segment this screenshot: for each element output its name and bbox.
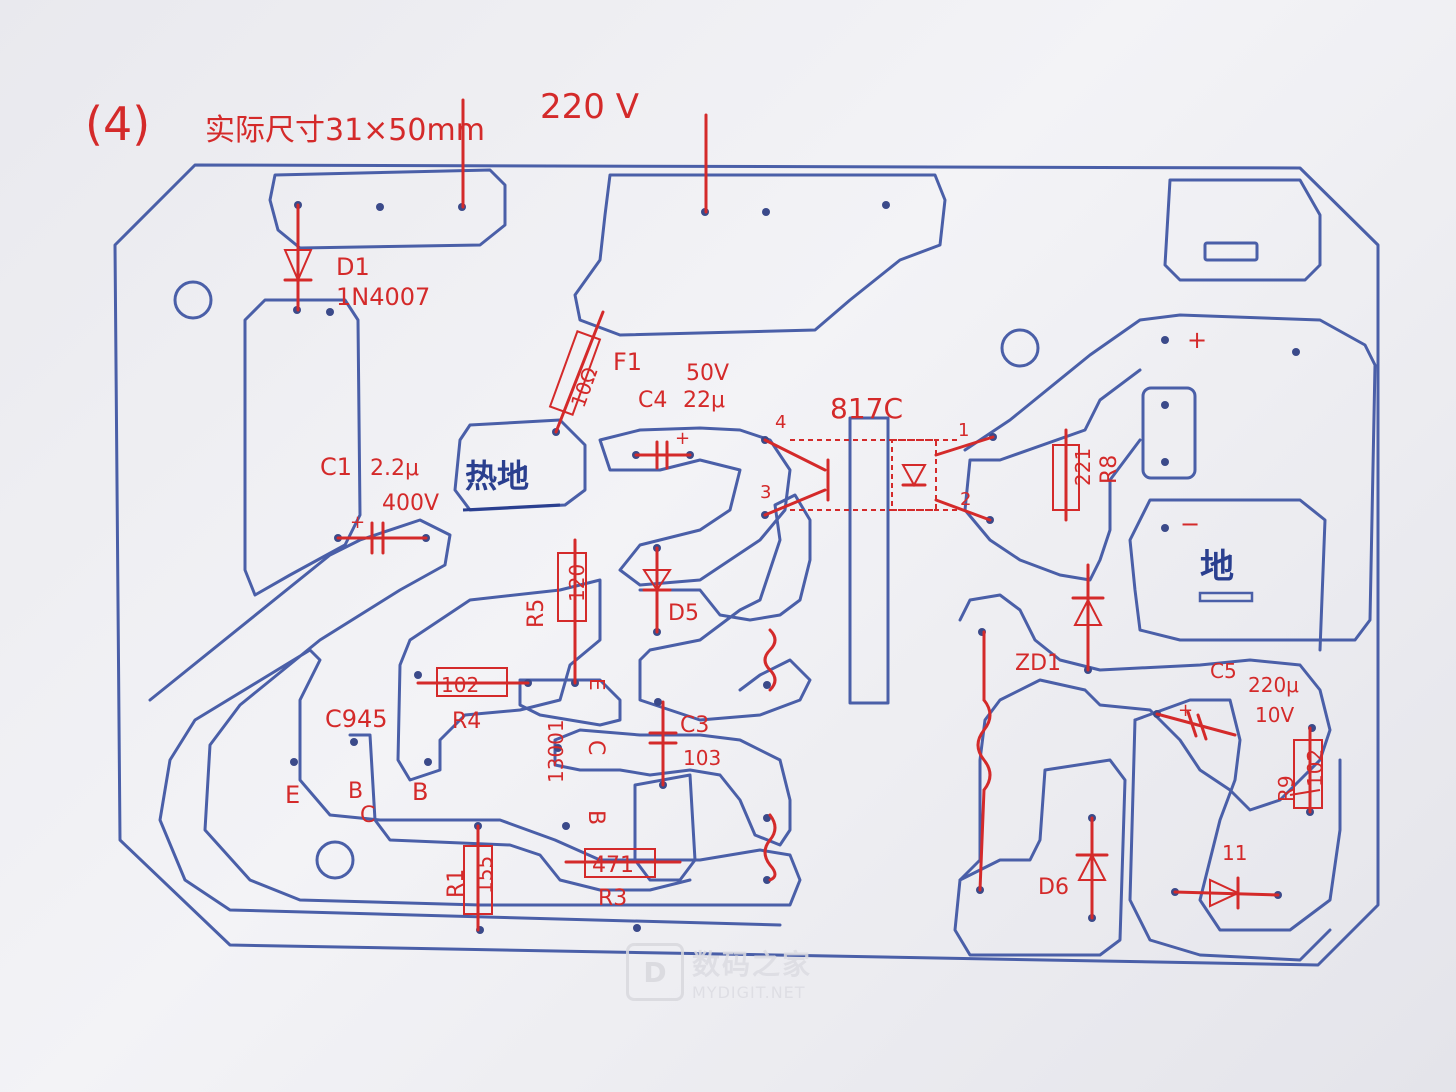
- pin-c-13001: C: [583, 740, 608, 755]
- label-r9: R9: [1274, 775, 1298, 802]
- label-r4-value: 102: [441, 673, 479, 697]
- trace-c3: [553, 728, 792, 847]
- c1-plus: +: [350, 512, 365, 533]
- label-f1: F1: [613, 348, 642, 376]
- pad-slot: [1203, 241, 1259, 262]
- mount-hole-tl: [173, 280, 213, 320]
- opto-pin-2: 2: [960, 489, 971, 510]
- label-d6: D6: [1038, 875, 1069, 900]
- opto-pin-4: 4: [775, 412, 786, 433]
- label-c4: C4: [638, 388, 667, 413]
- pad-d6: [953, 758, 1127, 957]
- pin-plus: +: [1187, 326, 1207, 354]
- label-r3-value: 471: [592, 853, 634, 878]
- c4-plus: +: [675, 428, 690, 449]
- watermark-logo-icon: D: [626, 943, 684, 1001]
- pin-e-945: E: [585, 678, 609, 691]
- opto-pin-3: 3: [760, 482, 771, 503]
- c5-plus: +: [1178, 700, 1193, 721]
- pin-c-left: C: [360, 803, 375, 828]
- pad-d7: [1133, 698, 1342, 932]
- label-zd1: ZD1: [1015, 651, 1061, 676]
- label-r1: R1: [444, 869, 469, 898]
- pad-471: [633, 773, 697, 882]
- trace-d5: [638, 493, 812, 722]
- label-c4-voltage: 50V: [686, 361, 729, 386]
- label-d1-part: 1N4007: [336, 283, 430, 311]
- label-r8-value: 221: [1071, 448, 1095, 486]
- label-c945: C945: [325, 705, 388, 733]
- size-note: 实际尺寸31×50mm: [205, 113, 485, 148]
- trace-e-c945: [348, 733, 692, 892]
- label-hot-ground: 热地: [465, 457, 529, 495]
- figure-number: (4): [85, 97, 150, 151]
- pin-b-left: B: [348, 779, 363, 804]
- label-r5-value: 120: [565, 564, 589, 602]
- trace-left-long: [148, 518, 802, 927]
- pin-e-left: E: [285, 781, 300, 809]
- mount-hole-bl: [315, 840, 355, 880]
- label-d5: D5: [668, 601, 699, 626]
- pad-left-column: [243, 298, 362, 597]
- voltage-label: 220 V: [540, 87, 639, 127]
- label-c3-value: 103: [683, 746, 721, 770]
- pin-d7: 11: [1222, 841, 1247, 865]
- label-r9-value: 102: [1303, 749, 1327, 787]
- label-13001: 13001: [544, 719, 568, 783]
- board-outline: [113, 163, 1380, 967]
- pad-top-left: [268, 168, 507, 250]
- label-opto: 817C: [830, 392, 903, 425]
- opto-pin-1: 1: [958, 420, 969, 441]
- pin-minus: −: [1180, 510, 1200, 538]
- label-f1-value: 10Ω: [566, 364, 602, 410]
- label-c3: C3: [680, 713, 709, 738]
- trace-bottom-right: [1128, 718, 1332, 962]
- trace-c4: [598, 426, 792, 587]
- trace-13001-c: [518, 678, 622, 727]
- label-d1: D1: [336, 253, 370, 281]
- trace-zd1: [958, 593, 1332, 882]
- label-r5: R5: [524, 599, 549, 628]
- pad-right-plus: [963, 313, 1377, 652]
- pad-hot-ground: [453, 418, 587, 512]
- label-c1-voltage: 400V: [382, 491, 439, 516]
- red-components: [283, 98, 1323, 932]
- watermark: D 数码之家 MYDIGIT.NET: [626, 942, 836, 1002]
- mount-hole-tr: [1000, 328, 1040, 368]
- pad-top-right: [1163, 178, 1322, 282]
- drill-holes: [290, 201, 1316, 934]
- label-c1-value: 2.2μ: [370, 456, 419, 481]
- label-c5-voltage: 10V: [1255, 703, 1294, 727]
- pad-r8-slot: [1141, 386, 1197, 480]
- watermark-cn: 数码之家: [692, 947, 813, 981]
- pin-b-mid: B: [412, 778, 428, 806]
- pad-220v: [573, 173, 947, 337]
- pin-b-13001: B: [583, 810, 608, 825]
- watermark-en: MYDIGIT.NET: [692, 982, 806, 1002]
- label-r3: R3: [598, 886, 627, 911]
- label-r1-value: 155: [473, 856, 497, 894]
- label-c4-value: 22μ: [683, 388, 725, 413]
- label-r4: R4: [452, 709, 481, 734]
- label-r8: R8: [1097, 455, 1122, 484]
- trace-right-ground: [963, 368, 1142, 582]
- label-c5-value: 220μ: [1248, 673, 1299, 697]
- label-c5: C5: [1210, 659, 1237, 683]
- pad-r5-region: [396, 578, 602, 782]
- label-ground: 地: [1200, 547, 1234, 587]
- transformer-core: [848, 416, 890, 705]
- label-c1: C1: [320, 453, 352, 481]
